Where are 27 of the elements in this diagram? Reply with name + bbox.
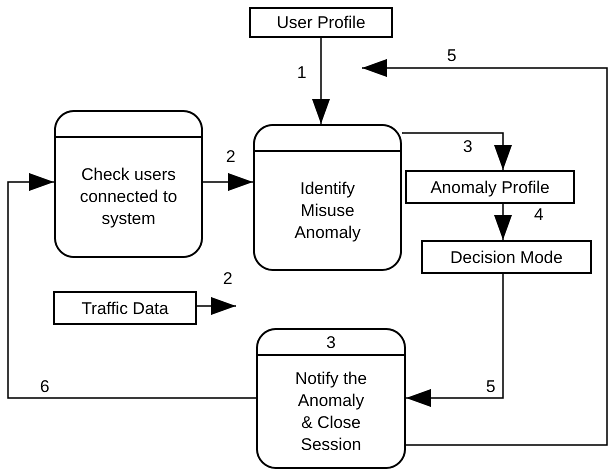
process-number: 3 [326, 334, 336, 350]
edge-label: 5 [446, 47, 458, 64]
edge-label: 3 [462, 138, 474, 155]
data-store-box: Anomaly Profile [405, 170, 575, 204]
process-box [256, 328, 406, 469]
process-label: Check users connected to system [78, 164, 178, 230]
process-box [253, 124, 402, 271]
edge-label: 6 [39, 378, 50, 395]
arrow [406, 274, 504, 407]
process-label: Identify Misuse Anomaly [294, 178, 361, 244]
edge-label: 2 [222, 270, 234, 287]
edge-label: 4 [533, 206, 544, 223]
process-box [54, 110, 203, 258]
arrow [312, 38, 330, 124]
edge-label: 1 [296, 64, 308, 81]
edge-label: 2 [225, 148, 236, 165]
arrow [402, 132, 512, 170]
data-store-box: User Profile [249, 7, 393, 38]
data-store-box: Decision Mode [421, 240, 592, 274]
arrow [494, 204, 512, 240]
arrow [203, 173, 253, 191]
arrow [7, 173, 256, 399]
arrow [362, 59, 608, 446]
data-store-box: Traffic Data [53, 291, 197, 325]
edge-label: 5 [485, 378, 496, 395]
process-label: Notify the Anomaly & Close Session [294, 368, 368, 456]
arrow [197, 297, 236, 315]
